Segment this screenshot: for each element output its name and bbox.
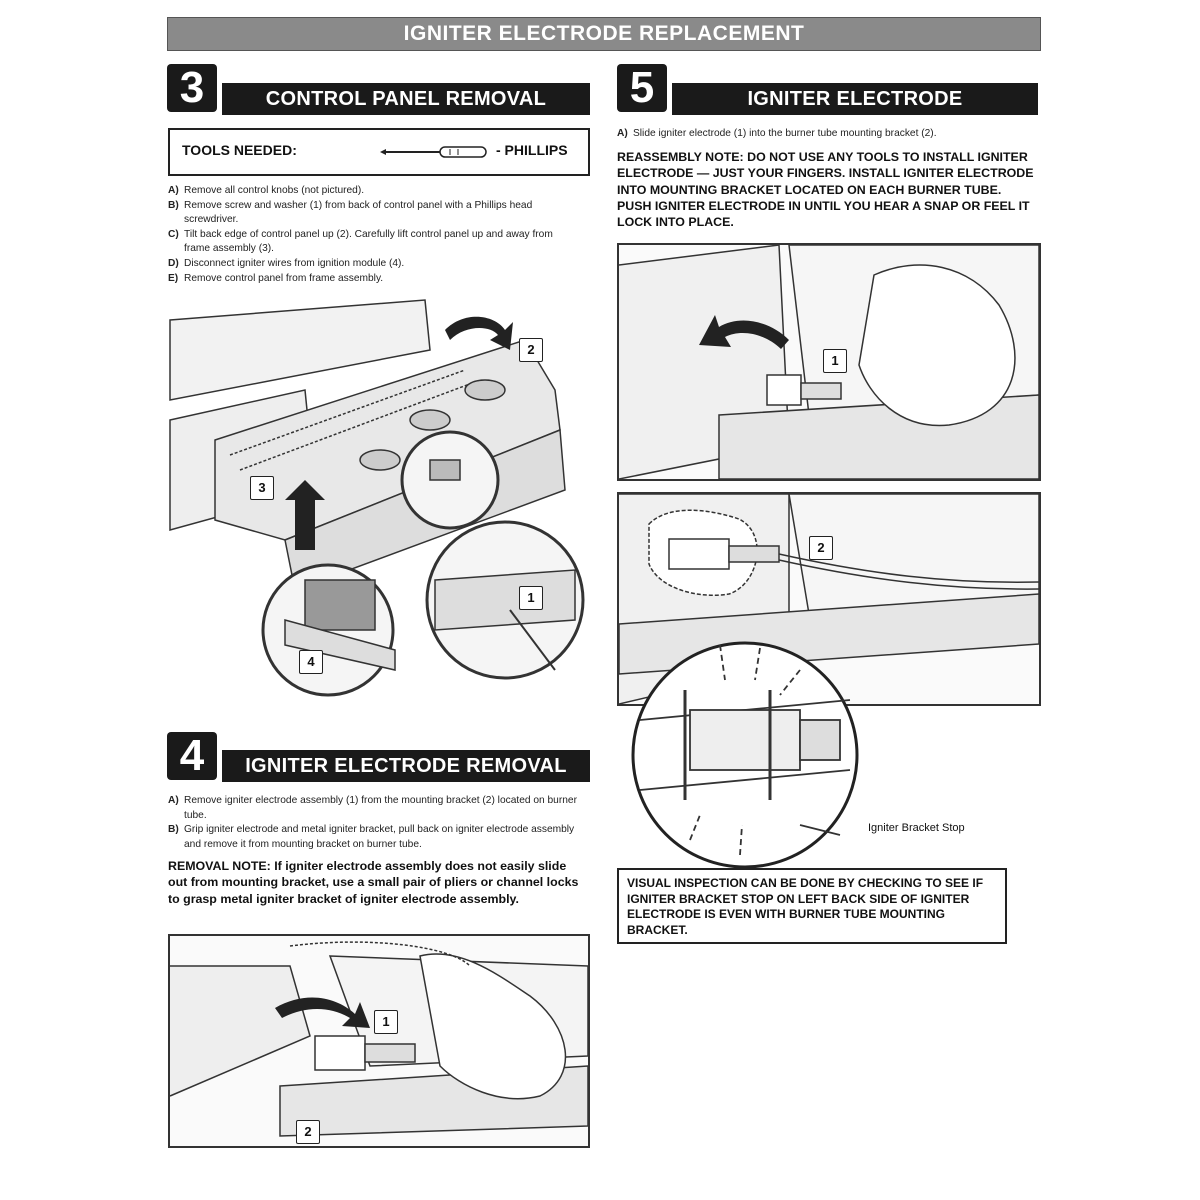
screwdriver-icon — [380, 144, 490, 160]
step-number-3: 3 — [167, 64, 217, 112]
callout-1: 1 — [374, 1010, 398, 1034]
igniter-install-illustration-1: 1 — [617, 243, 1041, 481]
step-item: B)Remove screw and washer (1) from back … — [168, 199, 533, 226]
step-item: A)Remove all control knobs (not pictured… — [168, 185, 365, 196]
step-item: A)Slide igniter electrode (1) into the b… — [617, 128, 937, 139]
reassembly-note: REASSEMBLY NOTE: DO NOT USE ANY TOOLS TO… — [617, 150, 1034, 230]
callout-1: 1 — [823, 349, 847, 373]
step-item: B)Grip igniter electrode and metal ignit… — [168, 824, 575, 850]
visual-inspection-text: VISUAL INSPECTION CAN BE DONE BY CHECKIN… — [627, 876, 984, 937]
control-panel-illustration: 2 3 1 4 — [165, 290, 595, 710]
step-number-5: 5 — [617, 64, 667, 112]
step-item: D)Disconnect igniter wires from ignition… — [168, 257, 405, 269]
section-title-igniter-electrode-installation: IGNITER ELECTRODE INSTALLATION — [672, 83, 1038, 142]
callout-2: 2 — [809, 536, 833, 560]
callout-1: 1 — [519, 586, 543, 610]
section3-steps: A)Remove all control knobs (not pictured… — [168, 184, 578, 286]
section-title-igniter-electrode-removal: IGNITER ELECTRODE REMOVAL — [222, 750, 590, 782]
section-title-control-panel-removal: CONTROL PANEL REMOVAL — [222, 83, 590, 115]
callout-2: 2 — [519, 338, 543, 362]
step-item: A)Remove igniter electrode assembly (1) … — [168, 795, 577, 821]
step-item: C)Tilt back edge of control panel up (2)… — [168, 228, 553, 255]
bracket-zoom-circle — [630, 640, 860, 870]
page-title: IGNITER ELECTRODE REPLACEMENT — [167, 17, 1041, 51]
callout-4: 4 — [299, 650, 323, 674]
section5-steps: A)Slide igniter electrode (1) into the b… — [617, 127, 1037, 142]
visual-inspection-box: VISUAL INSPECTION CAN BE DONE BY CHECKIN… — [617, 868, 1007, 944]
tool-name: - PHILLIPS — [496, 142, 568, 158]
igniter-bracket-stop-label: Igniter Bracket Stop — [868, 822, 965, 834]
removal-note: REMOVAL NOTE: If igniter electrode assem… — [168, 859, 579, 906]
igniter-removal-illustration: 1 2 — [168, 934, 590, 1148]
step-number-4: 4 — [167, 732, 217, 780]
callout-3: 3 — [250, 476, 274, 500]
step-item: E)Remove control panel from frame assemb… — [168, 272, 384, 284]
tools-needed-label: TOOLS NEEDED: — [182, 142, 297, 158]
section4-steps: A)Remove igniter electrode assembly (1) … — [168, 794, 578, 852]
callout-2: 2 — [296, 1120, 320, 1144]
tools-needed-box: TOOLS NEEDED: - PHILLIPS — [168, 128, 590, 176]
